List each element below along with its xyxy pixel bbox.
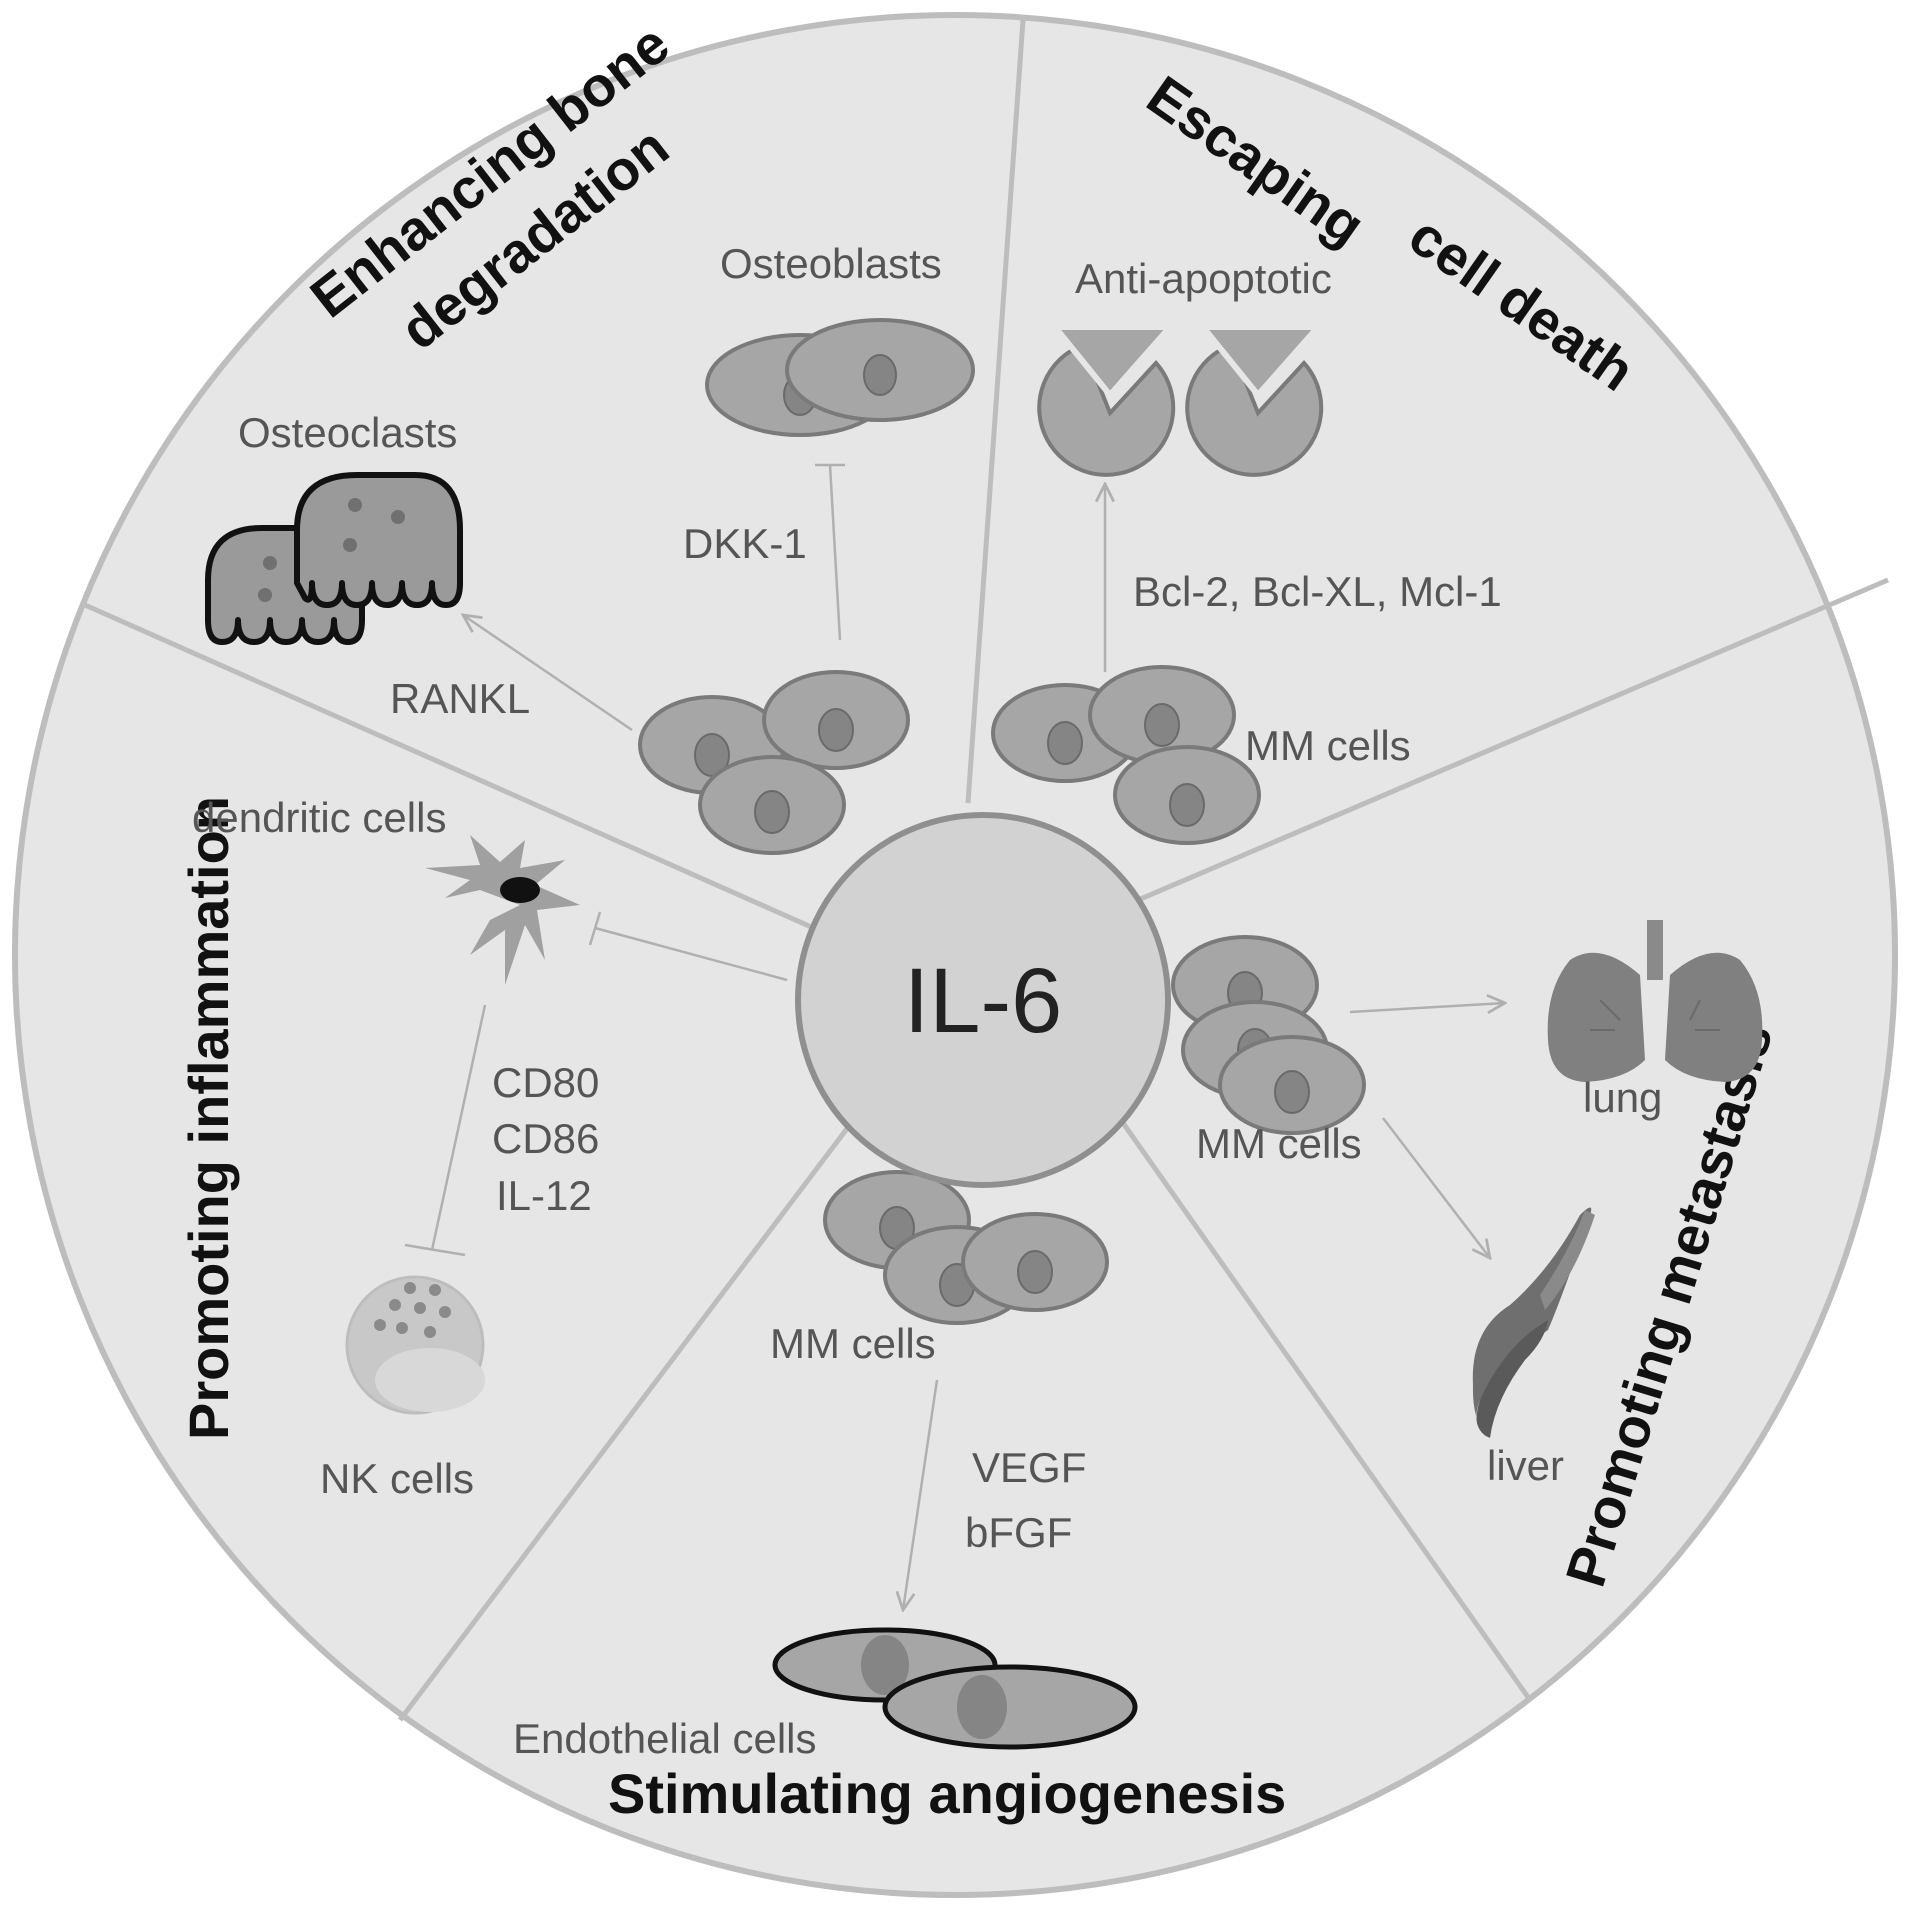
osteoclast-granules [258, 498, 405, 602]
liver-icon [1472, 1207, 1595, 1438]
angiogenesis-mm-cells-label: MM cells [770, 1320, 936, 1367]
anti-apoptotic-cells-icon [1037, 324, 1325, 477]
cd80-label: CD80 [492, 1059, 599, 1106]
rankl-label: RANKL [390, 675, 530, 722]
dkk1-label: DKK-1 [683, 520, 807, 567]
bcl-proteins-label: Bcl-2, Bcl-XL, Mcl-1 [1133, 568, 1502, 615]
il12-label: IL-12 [496, 1172, 592, 1219]
il6-center: IL-6 [795, 812, 1171, 1188]
bfgf-label: bFGF [965, 1509, 1072, 1556]
dendritic-inhibition-arrow [588, 911, 788, 982]
nk-cells-label: NK cells [320, 1455, 474, 1502]
dkk1-inhibition-arrow [815, 463, 845, 641]
sector-stimulating-angiogenesis: Stimulating angiogenesis MM cells VEGF b… [513, 1170, 1286, 1825]
angiogenesis-heading: Stimulating angiogenesis [608, 1762, 1286, 1825]
osteoblast-cells-icon [705, 318, 975, 437]
vegf-arrow [903, 1379, 939, 1610]
dendritic-cell-icon [425, 835, 580, 985]
liver-arrow [1382, 1117, 1490, 1258]
bone-mm-cell-cluster-icon [638, 670, 910, 855]
dendritic-cells-label: dendritic cells [192, 794, 446, 841]
inflammation-heading: Promoting inflammation [177, 796, 240, 1440]
endothelial-cells-label: Endothelial cells [513, 1715, 817, 1762]
vegf-label: VEGF [972, 1444, 1086, 1491]
liver-label: liver [1487, 1442, 1564, 1489]
rankl-arrow [463, 615, 633, 732]
lung-icon [1547, 920, 1763, 1082]
metastasis-mm-cells-label: MM cells [1196, 1120, 1362, 1167]
angiogenesis-mm-cell-cluster-icon [823, 1170, 1109, 1325]
nk-inhibition-arrow [404, 1004, 487, 1257]
lung-label: lung [1583, 1074, 1662, 1121]
anti-apoptotic-label: Anti-apoptotic [1075, 255, 1332, 302]
nk-cell-icon [345, 1275, 485, 1415]
death-mm-cell-cluster-icon [991, 665, 1261, 845]
lung-arrow [1349, 1003, 1505, 1012]
metastasis-mm-cell-cluster-icon [1171, 935, 1366, 1135]
il6-label: IL-6 [904, 950, 1063, 1052]
sector-divider-lines [83, 19, 1889, 1722]
osteoclasts-label: Osteoclasts [238, 409, 457, 456]
cd86-label: CD86 [492, 1115, 599, 1162]
endothelial-cells-icon [772, 1627, 1138, 1750]
death-mm-cells-label: MM cells [1245, 722, 1411, 769]
sector-promoting-inflammation: Promoting inflammation dendritic cells C… [177, 794, 788, 1502]
osteoblasts-label: Osteoblasts [720, 240, 942, 287]
